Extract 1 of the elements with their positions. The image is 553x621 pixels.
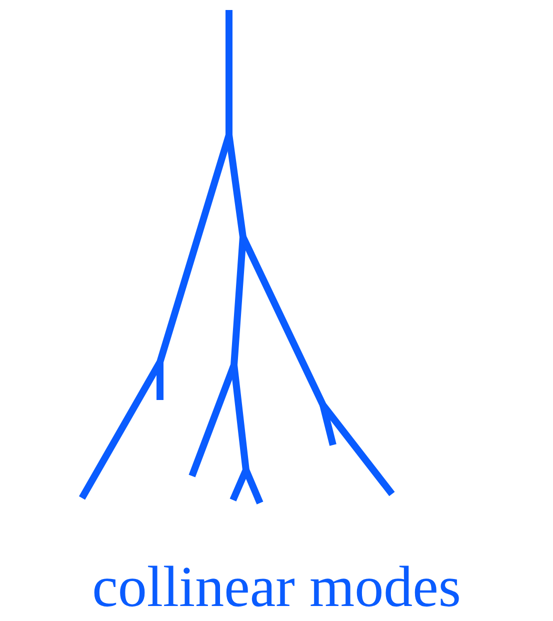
caption: collinear modes: [91, 553, 462, 621]
